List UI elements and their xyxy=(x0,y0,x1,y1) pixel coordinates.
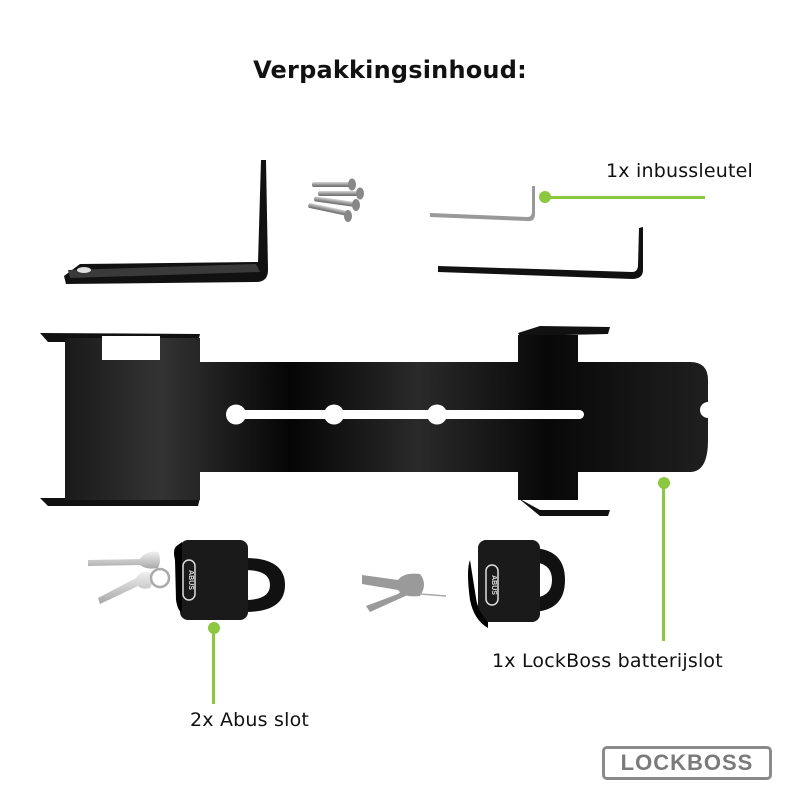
keys-left-icon xyxy=(88,551,171,604)
callout-line-abus-locks xyxy=(212,628,215,704)
padlock-brand-label: ABUS xyxy=(187,570,194,590)
padlock-right-icon: ABUS xyxy=(468,540,565,628)
battery-lock-bracket-icon xyxy=(40,326,708,516)
allen-key-small-icon xyxy=(430,186,535,222)
label-battery-lock: 1x LockBoss batterijslot xyxy=(492,650,723,672)
padlock-left-icon: ABUS xyxy=(174,540,285,620)
page-title: Verpakkingsinhoud: xyxy=(253,56,527,84)
callout-line-battery-lock xyxy=(662,483,665,641)
callout-line-allen-key xyxy=(545,196,705,199)
screw-icon xyxy=(308,178,364,222)
lockboss-logo: LOCKBOSS xyxy=(602,746,772,780)
label-abus-locks: 2x Abus slot xyxy=(190,709,310,731)
keys-center-icon xyxy=(362,573,447,612)
l-bracket-icon xyxy=(64,160,268,284)
padlock-brand-label: ABUS xyxy=(490,575,497,595)
allen-key-large-icon xyxy=(438,227,643,279)
label-allen-key: 1x inbussleutel xyxy=(606,160,754,182)
